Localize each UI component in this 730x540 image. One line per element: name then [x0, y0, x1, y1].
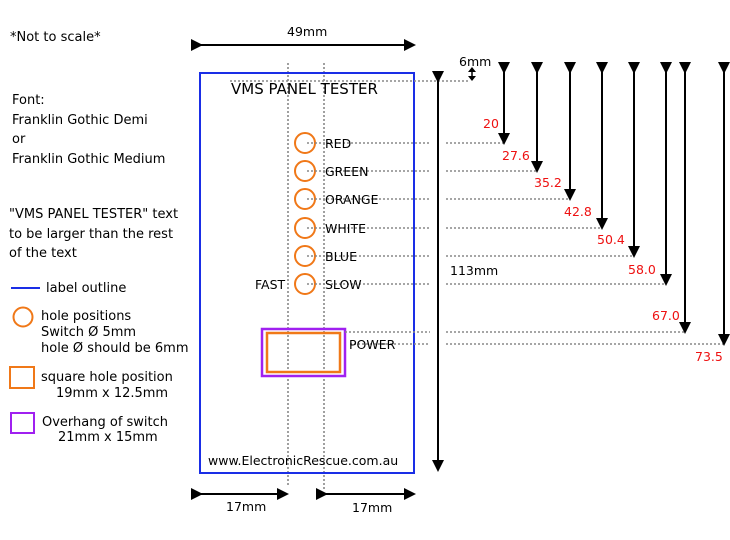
title-size-note-3: of the text: [9, 246, 77, 261]
panel-title: VMS PANEL TESTER: [231, 80, 378, 98]
switch-overhang-outline: [260, 327, 347, 378]
measure-label: 20: [483, 116, 499, 131]
label-outline: [199, 72, 415, 474]
legend-outline-label: label outline: [46, 281, 126, 296]
measure-label: 50.4: [597, 232, 625, 247]
hole-label-white: WHITE: [325, 221, 366, 236]
legend-square-label-2: 19mm x 12.5mm: [56, 386, 168, 401]
fast-label: FAST: [255, 277, 286, 292]
hole-label-orange: ORANGE: [325, 192, 379, 207]
legend-holes-label-1: hole positions: [41, 309, 131, 324]
measure-label: 58.0: [628, 262, 656, 277]
width-dimension-label: 49mm: [287, 24, 327, 39]
font-option-1: Franklin Gothic Demi: [12, 113, 148, 128]
title-size-note-1: "VMS PANEL TESTER" text: [9, 207, 178, 222]
measure-label: 73.5: [695, 349, 723, 364]
legend-square-label-1: square hole position: [41, 370, 173, 385]
right-margin-label: 17mm: [352, 500, 392, 515]
legend-overhang-icon: [10, 412, 35, 434]
measure-label: 27.6: [502, 148, 530, 163]
power-label: POWER: [349, 337, 396, 352]
hole-label-green: GREEN: [325, 164, 369, 179]
font-or: or: [12, 132, 26, 147]
left-margin-label: 17mm: [226, 499, 266, 514]
legend-holes-label-2: Switch Ø 5mm: [41, 325, 136, 340]
legend-hole-icon: [12, 306, 34, 328]
not-to-scale-note: *Not to scale*: [10, 30, 101, 45]
hole-label-blue: BLUE: [325, 249, 357, 264]
legend-overhang-label-1: Overhang of switch: [42, 415, 168, 430]
measure-label: 42.8: [564, 204, 592, 219]
hole-label-red: RED: [325, 136, 351, 151]
website-text: www.ElectronicRescue.com.au: [208, 453, 398, 468]
legend-square-hole-icon: [9, 366, 35, 389]
top-offset-marker: [468, 67, 476, 81]
title-size-note-2: to be larger than the rest: [9, 227, 173, 242]
measure-label: 67.0: [652, 308, 680, 323]
legend-overhang-label-2: 21mm x 15mm: [58, 430, 158, 445]
top-offset-label: 6mm: [459, 54, 491, 69]
height-dimension-label: 113mm: [450, 263, 498, 278]
legend-holes-label-3: hole Ø should be 6mm: [41, 341, 188, 356]
font-option-2: Franklin Gothic Medium: [12, 152, 165, 167]
switch-square-hole: [265, 331, 342, 374]
hole-label-slow: SLOW: [325, 277, 362, 292]
font-heading: Font:: [12, 93, 45, 108]
measure-label: 35.2: [534, 175, 562, 190]
